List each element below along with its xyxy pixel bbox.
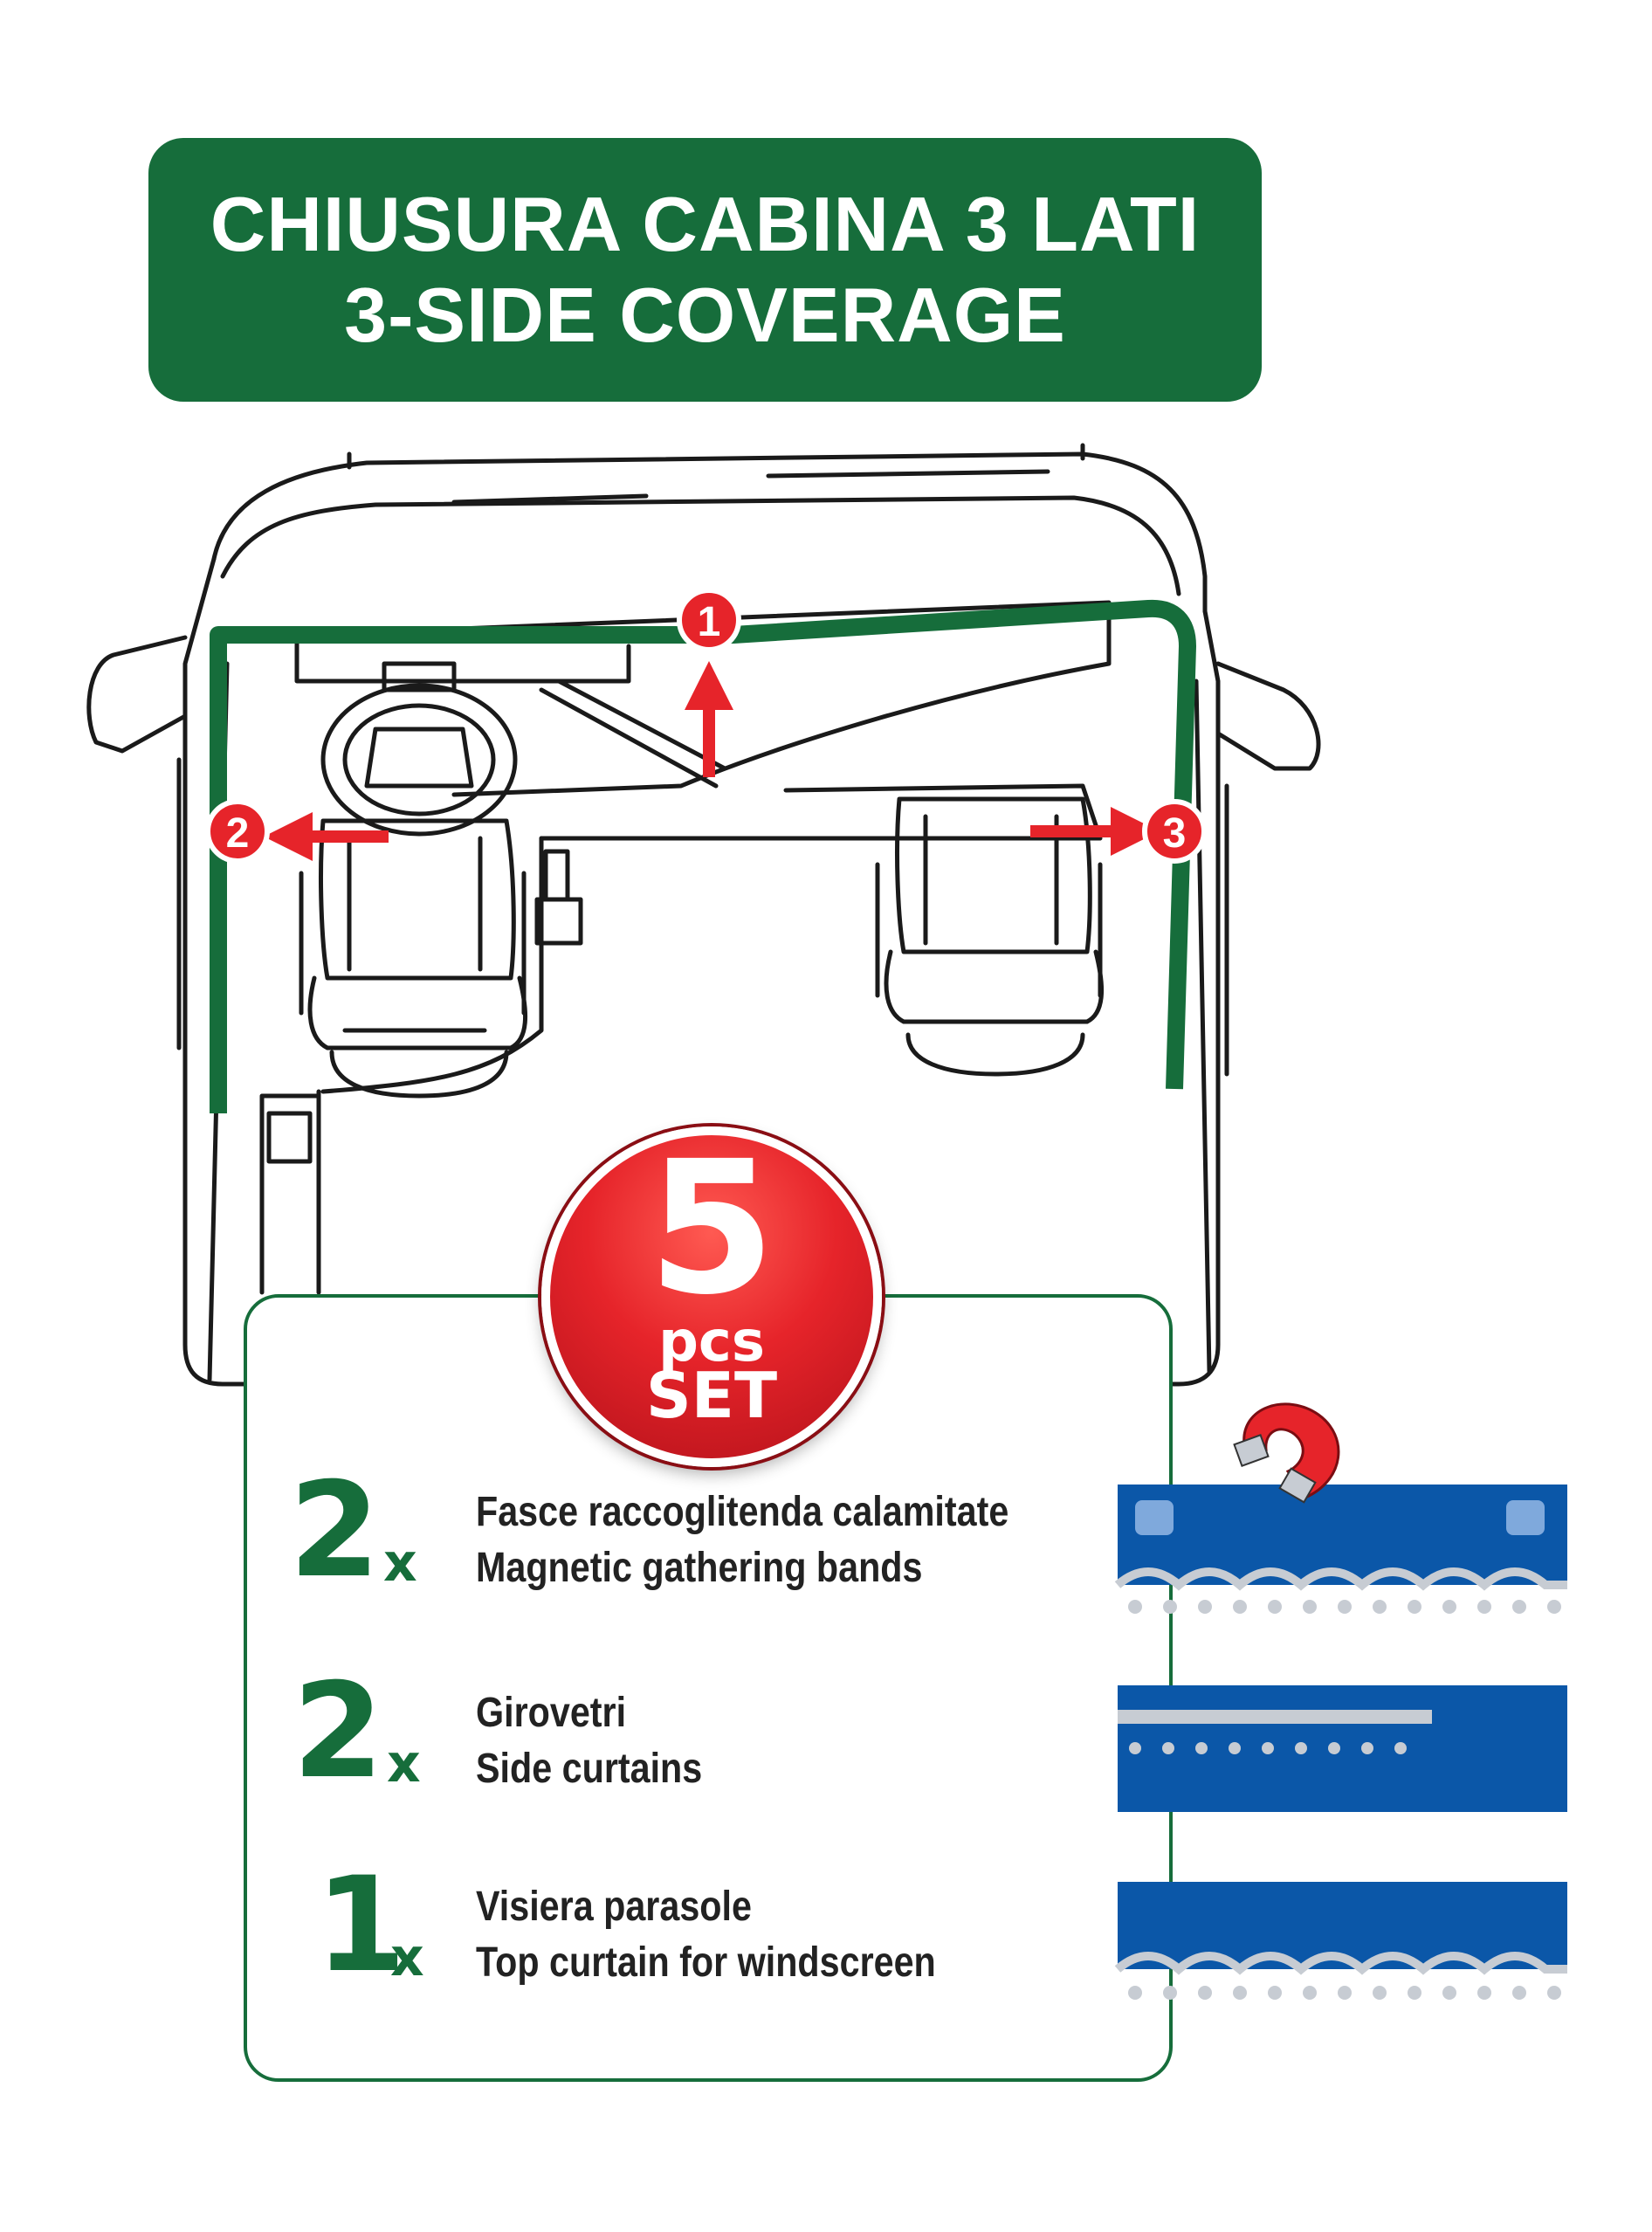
marker-1: 1 [677,588,741,652]
item-label-english: Side curtains [476,1746,703,1792]
item-quantity: 1 [315,1850,407,2001]
item-label-english: Magnetic gathering bands [476,1545,923,1591]
badge-number: 5 [647,1121,776,1335]
item-label-english: Top curtain for windscreen [476,1939,936,1986]
title-english: 3-SIDE COVERAGE [344,272,1066,358]
item-quantity: 2 [293,1656,384,1808]
item-quantity: 2 [289,1455,381,1607]
list-item: 1 x Visiera parasole Top curtain for win… [247,1841,1176,2015]
magnetic-band-icon [1114,1402,1567,1614]
svg-text:1: 1 [698,599,721,645]
marker-3: 3 [1142,799,1207,864]
item-label-italian: Girovetri [476,1690,627,1736]
magnet-icon [1233,1402,1340,1504]
side-curtain-icon [1118,1685,1567,1812]
list-item: 2 x Girovetri Side curtains [247,1647,1176,1822]
marker-2: 2 [205,799,270,864]
product-thumbnails [1114,1402,1567,2000]
item-label-italian: Visiera parasole [476,1884,752,1930]
item-times: x [383,1533,417,1594]
title-banner: CHIUSURA CABINA 3 LATI 3-SIDE COVERAGE [148,138,1262,402]
set-badge: 5 pcs SET [541,1126,882,1467]
item-times: x [390,1927,424,1988]
badge-label: SET [645,1359,778,1432]
list-item: 2 x Fasce raccoglitenda calamitate Magne… [247,1446,1176,1621]
badge-unit: pcs [658,1310,765,1374]
item-times: x [387,1733,421,1795]
coverage-line [210,599,1196,1113]
item-label-italian: Fasce raccoglitenda calamitate [476,1489,1009,1535]
svg-text:3: 3 [1163,810,1187,857]
top-curtain-icon [1114,1882,1567,2000]
svg-text:2: 2 [226,810,250,857]
title-italian: CHIUSURA CABINA 3 LATI [210,181,1201,267]
